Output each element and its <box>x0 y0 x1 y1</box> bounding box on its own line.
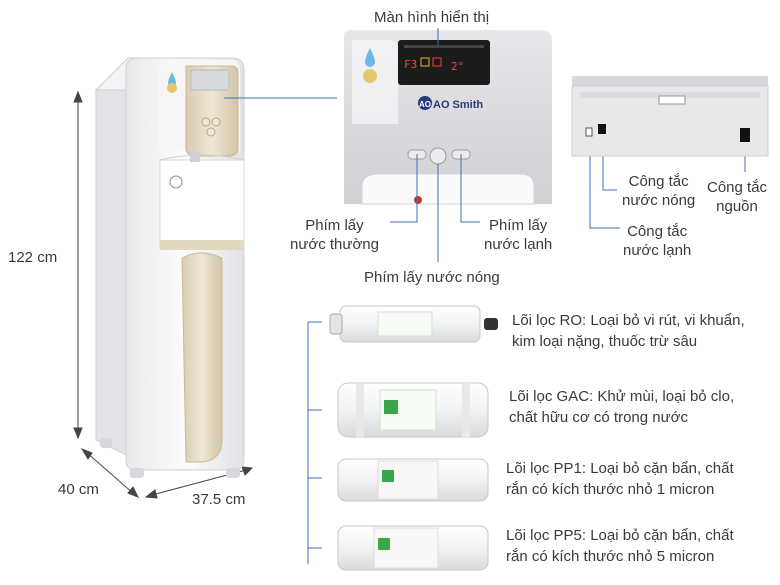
leader-lines <box>390 28 746 262</box>
dispenser-cabinet <box>94 57 245 478</box>
brand-logo: AO Smith <box>433 99 483 111</box>
cold-switch-icon <box>585 127 593 137</box>
power-switch-icon <box>740 128 750 142</box>
dimension-lines <box>73 90 254 499</box>
water-drop-icon <box>365 48 375 67</box>
filter-pp1-line2: rắn có kích thước nhỏ 1 micron <box>506 481 715 498</box>
filter-leaders <box>307 321 322 564</box>
height-label: 122 cm <box>8 249 58 266</box>
cold-water-label: Phím lấy nước lạnh <box>484 217 553 253</box>
filter-pp1-desc: Lõi lọc PP1: Loại bỏ cặn bẩn, chất rắn c… <box>506 458 734 500</box>
hot-switch-label: Công tắc nước nóng <box>622 173 696 209</box>
filter-gac-desc: Lõi lọc GAC: Khử mùi, loại bỏ clo, chất … <box>509 386 734 428</box>
display-label: Màn hình hiển thị <box>374 9 490 26</box>
filter-gac-line2: chất hữu cơ có trong nước <box>509 409 689 426</box>
filter-ro-line2: kim loại nặng, thuốc trừ sâu <box>512 333 698 350</box>
hot-water-button <box>429 147 447 165</box>
filter-ro-line1: Lõi lọc RO: Loại bỏ vi rút, vi khuẩn, <box>512 312 745 329</box>
width-label: 37.5 cm <box>192 491 246 508</box>
svg-text:AO: AO <box>419 100 431 109</box>
control-panel-detail: F3 2° AO AO Smith <box>344 30 552 205</box>
display-readout-left: F3 <box>404 58 417 71</box>
hot-water-label: Phím lấy nước nóng <box>364 269 500 286</box>
filter-pp5-desc: Lõi lọc PP5: Loại bỏ cặn bẩn, chất rắn c… <box>506 525 734 567</box>
award-badge-icon <box>363 69 377 83</box>
normal-water-label: Phím lấy nước thường <box>290 217 379 253</box>
filter-gac-line1: Lõi lọc GAC: Khử mùi, loại bỏ clo, <box>509 388 735 405</box>
filter-pp1 <box>337 458 489 502</box>
cold-switch-label: Công tắc nước lạnh <box>623 223 692 259</box>
display-readout-right: 2° <box>451 60 464 73</box>
hot-switch-icon <box>598 124 606 134</box>
filter-pp5-line2: rắn có kích thước nhỏ 5 micron <box>506 548 715 565</box>
filter-ro-desc: Lõi lọc RO: Loại bỏ vi rút, vi khuẩn, ki… <box>512 310 745 352</box>
filter-ro <box>329 305 498 343</box>
filter-pp5 <box>337 525 489 571</box>
filter-pp1-line1: Lõi lọc PP1: Loại bỏ cặn bẩn, chất <box>506 460 734 477</box>
filter-pp5-line1: Lõi lọc PP5: Loại bỏ cặn bẩn, chất <box>506 527 734 544</box>
back-panel-detail <box>571 76 769 157</box>
depth-label: 40 cm <box>58 481 99 498</box>
filter-gac <box>337 382 489 438</box>
power-switch-label: Công tắc nguồn <box>707 179 768 215</box>
